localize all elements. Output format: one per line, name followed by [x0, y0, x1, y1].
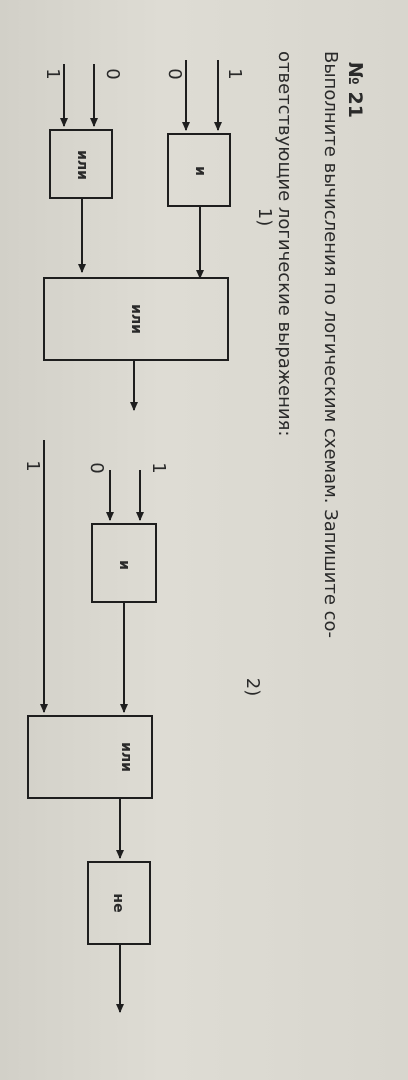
d2-input-bit-2: 0: [86, 462, 107, 474]
d1-or-gate-label-big: или: [128, 304, 144, 334]
d2-not-gate-label: не: [110, 893, 126, 913]
d1-and-gate-label: и: [192, 166, 208, 176]
task-text-line-2: ответствующие логические выражения:: [274, 51, 295, 437]
diagram-1-label: 1): [254, 207, 275, 227]
d2-input-bit-1: 1: [148, 462, 169, 474]
d2-or-gate-box: [27, 715, 153, 799]
diagram-2-label: 2): [242, 677, 263, 697]
task-number: № 21: [344, 62, 366, 118]
d1-or-gate-label-small: или: [74, 150, 90, 180]
d1-input-bit-4: 1: [42, 68, 63, 80]
d2-input-bit-3: 1: [22, 460, 43, 472]
d1-or-gate-box-big: [43, 277, 229, 361]
d2-or-gate-label: или: [118, 742, 134, 772]
d2-and-gate-label: и: [116, 560, 132, 570]
task-text-line-1: Выполните вычисления по логическим схема…: [320, 51, 341, 639]
d1-input-bit-2: 0: [164, 68, 185, 80]
d1-input-bit-1: 1: [224, 68, 245, 80]
d1-input-bit-3: 0: [102, 68, 123, 80]
